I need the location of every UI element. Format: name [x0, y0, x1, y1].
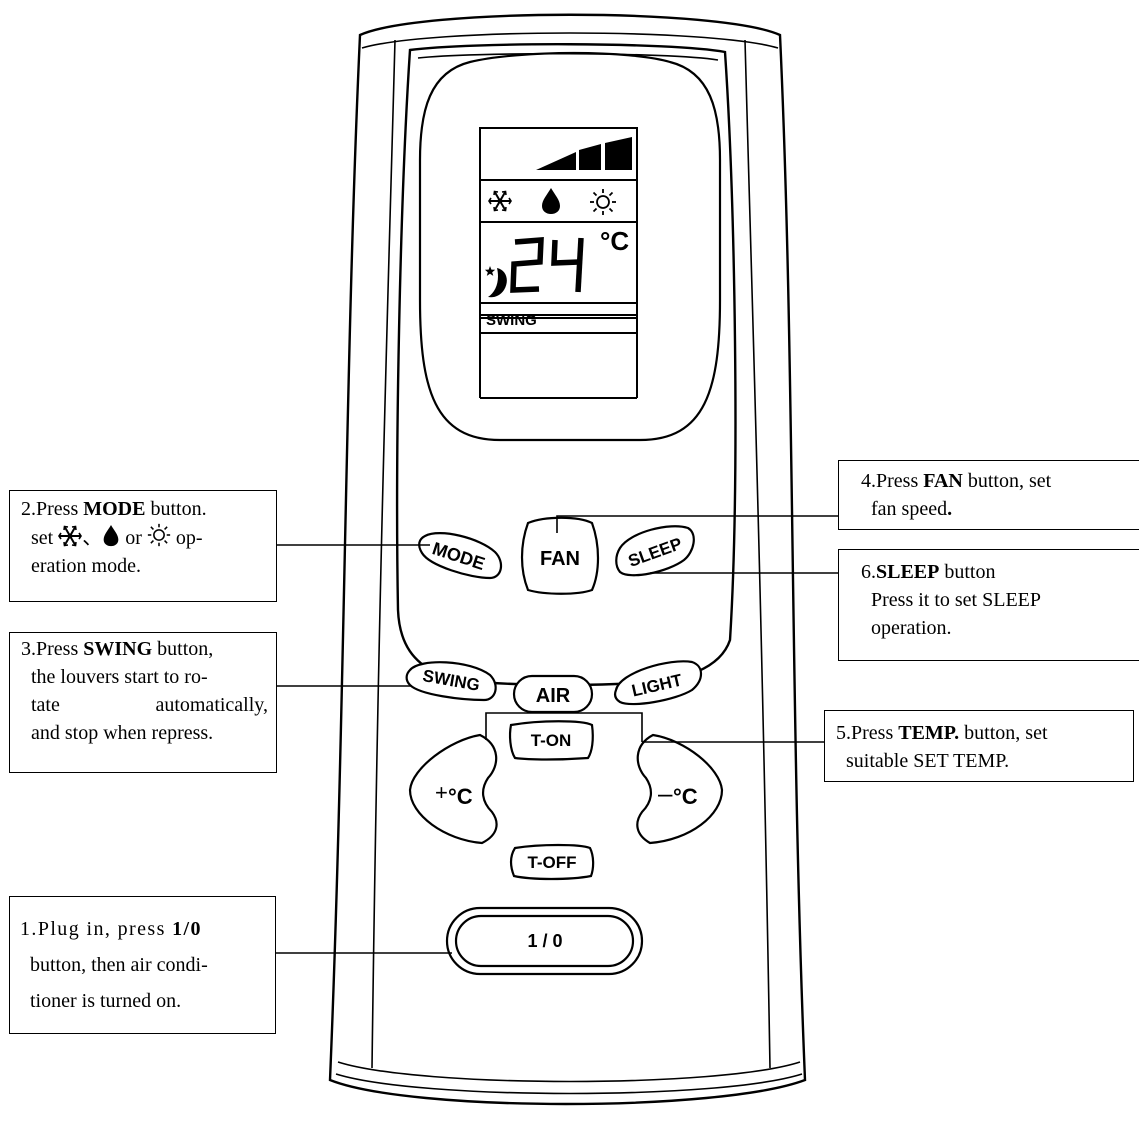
sleep-button[interactable]: SLEEP — [615, 525, 695, 577]
fan-speed-bars-icon — [536, 137, 632, 170]
water-drop-icon — [103, 525, 119, 547]
svg-text:FAN: FAN — [540, 548, 580, 570]
swing-button[interactable]: SWING — [405, 661, 497, 702]
moon-star-icon — [484, 266, 507, 298]
light-button[interactable]: LIGHT — [613, 660, 703, 706]
lcd-swing-label: SWING — [486, 312, 537, 329]
svg-text:°C: °C — [673, 784, 698, 809]
svg-text:T-OFF: T-OFF — [527, 853, 576, 872]
callout-temp: 5.Press TEMP. button, set suitable SET T… — [824, 710, 1134, 782]
callout-power: 1.Plug in, press 1/0 button, then air co… — [9, 896, 276, 1034]
svg-text:–: – — [658, 778, 673, 808]
snowflake-icon — [58, 525, 83, 547]
air-button[interactable]: AIR — [512, 674, 594, 714]
lcd-display: 24 °C SWING — [479, 127, 638, 399]
callout-swing: 3.Press SWING button, the louvers start … — [9, 632, 277, 773]
temp-plus-button[interactable]: + °C — [408, 733, 498, 845]
t-off-button[interactable]: T-OFF — [510, 843, 595, 881]
fan-button[interactable]: FAN — [520, 516, 600, 595]
sun-icon — [589, 188, 617, 216]
lcd-degree-unit: °C — [600, 226, 629, 256]
callout-sleep: 6.SLEEP button Press it to set SLEEP ope… — [838, 549, 1139, 661]
sun-icon — [146, 523, 171, 547]
callout-mode: 2.Press MODE button. set 、 or op- eratio… — [9, 490, 277, 602]
svg-text:T-ON: T-ON — [531, 731, 572, 750]
callout-fan: 4.Press FAN button, set fan speed. — [838, 460, 1139, 530]
svg-text:+: + — [435, 780, 448, 805]
leader-lines — [276, 515, 838, 954]
temperature-segments — [510, 237, 584, 293]
svg-text:1 / 0: 1 / 0 — [527, 931, 562, 951]
svg-text:°C: °C — [448, 784, 473, 809]
temp-minus-button[interactable]: – °C — [636, 733, 724, 845]
power-button[interactable]: 1 / 0 — [445, 906, 644, 976]
svg-text:AIR: AIR — [536, 685, 571, 707]
t-on-button[interactable]: T-ON — [508, 720, 594, 761]
